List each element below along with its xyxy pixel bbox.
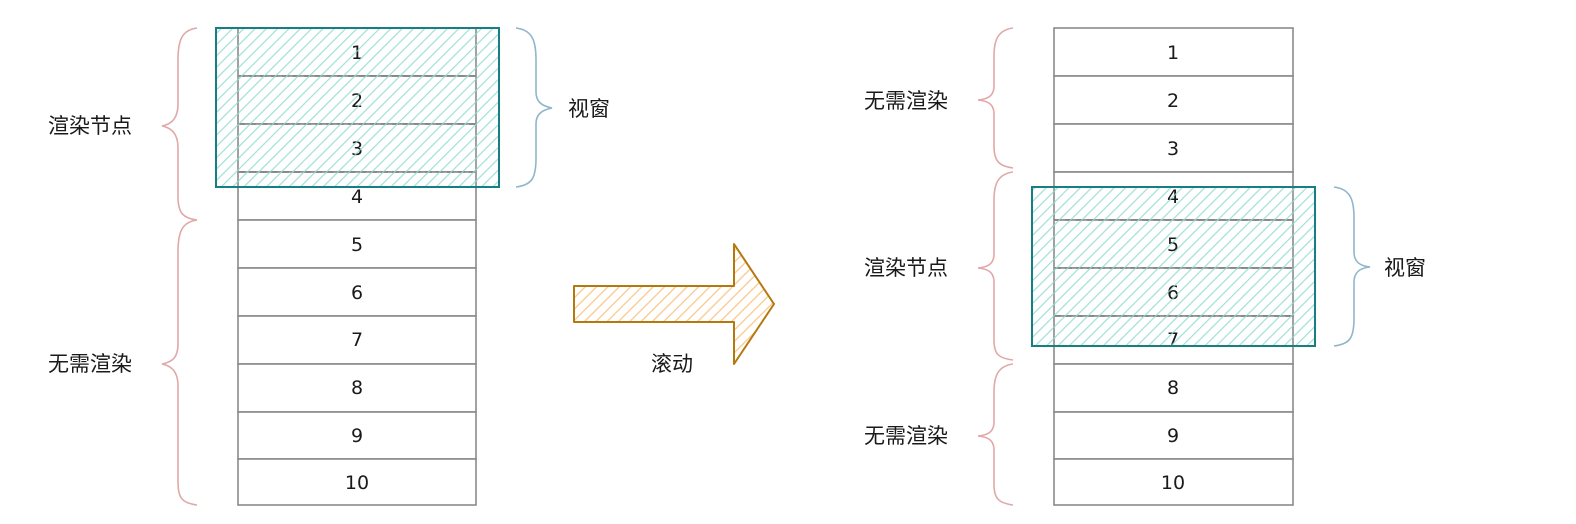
left-cell-box xyxy=(237,458,477,506)
right-list-item-8: 8 xyxy=(1053,363,1294,413)
right-viewport-brace xyxy=(1333,186,1371,347)
scroll-label: 滚动 xyxy=(651,352,693,376)
right-skip-bottom-label: 无需渲染 xyxy=(864,424,948,448)
right-cell-box xyxy=(1053,411,1294,460)
left-render-label: 渲染节点 xyxy=(48,114,132,138)
right-list-item-10: 10 xyxy=(1053,458,1294,506)
right-viewport-label: 视窗 xyxy=(1384,256,1426,280)
left-cell-box xyxy=(237,363,477,413)
arrow-right-icon xyxy=(573,243,775,365)
right-cell-label: 3 xyxy=(1167,138,1179,160)
right-skip-top-label: 无需渲染 xyxy=(864,89,948,113)
left-cell-label: 4 xyxy=(351,186,363,208)
right-render-brace xyxy=(977,171,1014,361)
right-cell-box xyxy=(1053,363,1294,413)
left-cell-label: 6 xyxy=(351,282,363,304)
scroll-arrow: 滚动 xyxy=(573,243,775,376)
left-list-item-6: 6 xyxy=(237,267,477,317)
right-cell-label: 10 xyxy=(1161,472,1185,494)
left-cell-box xyxy=(237,315,477,365)
right-panel: 1 2 3 4 5 6 7 xyxy=(864,27,1426,506)
left-viewport-label: 视窗 xyxy=(568,97,610,121)
left-list-item-7: 7 xyxy=(237,315,477,365)
right-list-item-2: 2 xyxy=(1053,75,1294,125)
right-cell-box xyxy=(1053,75,1294,125)
right-cell-box xyxy=(1053,123,1294,173)
right-cell-label: 2 xyxy=(1167,90,1179,112)
left-cell-label: 10 xyxy=(345,472,369,494)
right-render-label: 渲染节点 xyxy=(864,256,948,280)
left-panel: 1 2 3 4 5 6 7 xyxy=(48,27,610,506)
right-skip-bottom-brace xyxy=(977,363,1014,506)
right-list-item-1: 1 xyxy=(1053,27,1294,77)
left-list-item-10: 10 xyxy=(237,458,477,506)
left-list-item-8: 8 xyxy=(237,363,477,413)
left-viewport-box xyxy=(215,27,500,188)
left-cell-label: 8 xyxy=(351,377,363,399)
right-skip-top-brace xyxy=(977,27,1014,169)
right-cell-label: 1 xyxy=(1167,42,1179,64)
left-skip-label: 无需渲染 xyxy=(48,352,132,376)
left-cell-box xyxy=(237,219,477,269)
left-cell-label: 5 xyxy=(351,234,363,256)
left-cell-label: 7 xyxy=(351,329,363,351)
right-list-item-3: 3 xyxy=(1053,123,1294,173)
left-list-item-5: 5 xyxy=(237,219,477,269)
right-cell-label: 8 xyxy=(1167,377,1179,399)
right-cell-box xyxy=(1053,458,1294,506)
right-viewport-box xyxy=(1031,186,1316,347)
left-cell-label: 9 xyxy=(351,425,363,447)
right-cell-label: 9 xyxy=(1167,425,1179,447)
left-skip-brace xyxy=(161,219,198,506)
right-list-item-9: 9 xyxy=(1053,411,1294,460)
left-list-item-9: 9 xyxy=(237,411,477,460)
left-render-brace xyxy=(161,27,198,221)
left-cell-box xyxy=(237,267,477,317)
left-viewport-brace xyxy=(515,27,553,188)
